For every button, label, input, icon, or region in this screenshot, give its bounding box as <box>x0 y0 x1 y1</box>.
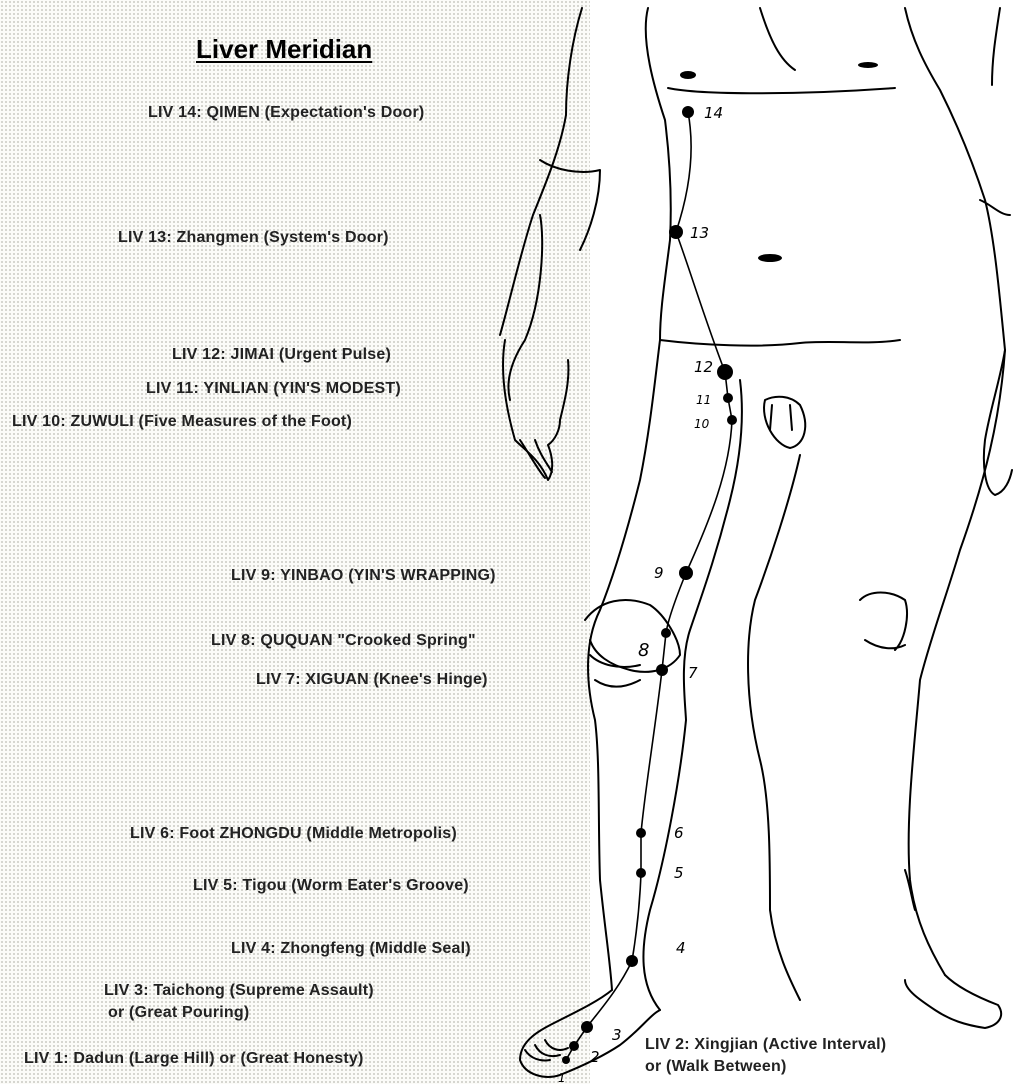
acupoint-liv10 <box>727 415 737 425</box>
point-number-3: 3 <box>612 1026 622 1044</box>
right-leg-outer <box>909 350 1005 975</box>
acupoint-liv7 <box>656 664 668 676</box>
point-number-14: 14 <box>704 104 723 122</box>
point-number-12: 12 <box>694 358 713 376</box>
point-number-9: 9 <box>654 564 664 582</box>
acupoint-liv13 <box>669 225 683 239</box>
acupoint-liv8 <box>661 628 671 638</box>
acupoint-liv12 <box>717 364 733 380</box>
point-number-5: 5 <box>674 864 684 882</box>
torso-right-outline <box>905 8 1005 350</box>
genital-lines <box>770 405 792 430</box>
acupoint-liv2 <box>569 1041 579 1051</box>
point-number-4: 4 <box>676 939 686 957</box>
right-knee <box>860 593 907 651</box>
acupoint-liv6 <box>636 828 646 838</box>
right-foot <box>905 975 1001 1028</box>
belly-line <box>760 8 795 70</box>
acupoint-liv9 <box>679 566 693 580</box>
acupoint-liv14 <box>682 106 694 118</box>
point-number-13: 13 <box>690 224 709 242</box>
navel-upper <box>680 71 696 79</box>
waist-left-line <box>646 8 671 340</box>
upper-abdomen <box>668 88 895 93</box>
right-hand <box>984 350 1012 495</box>
point-number-1: 1 <box>558 1071 566 1084</box>
navel-mark <box>758 254 782 262</box>
right-leg-inner <box>748 455 800 1000</box>
point-number-11: 11 <box>696 393 711 407</box>
point-number-7: 7 <box>688 664 698 682</box>
point-number-10: 10 <box>694 417 710 431</box>
left-toes <box>525 1040 568 1061</box>
point-number-6: 6 <box>674 824 684 842</box>
acupoint-liv3 <box>581 1021 593 1033</box>
acupoint-liv11 <box>723 393 733 403</box>
hip-crease-left <box>660 340 900 346</box>
point-number-2: 2 <box>590 1048 600 1066</box>
acupoint-liv1 <box>562 1056 570 1064</box>
point-number-8: 8 <box>638 640 649 661</box>
navel-right <box>858 62 878 68</box>
waist-right-line <box>992 8 1000 85</box>
chest-right <box>980 200 1010 215</box>
left-leg-outer <box>588 340 660 990</box>
acupoint-liv4 <box>626 955 638 967</box>
acupoint-liv5 <box>636 868 646 878</box>
